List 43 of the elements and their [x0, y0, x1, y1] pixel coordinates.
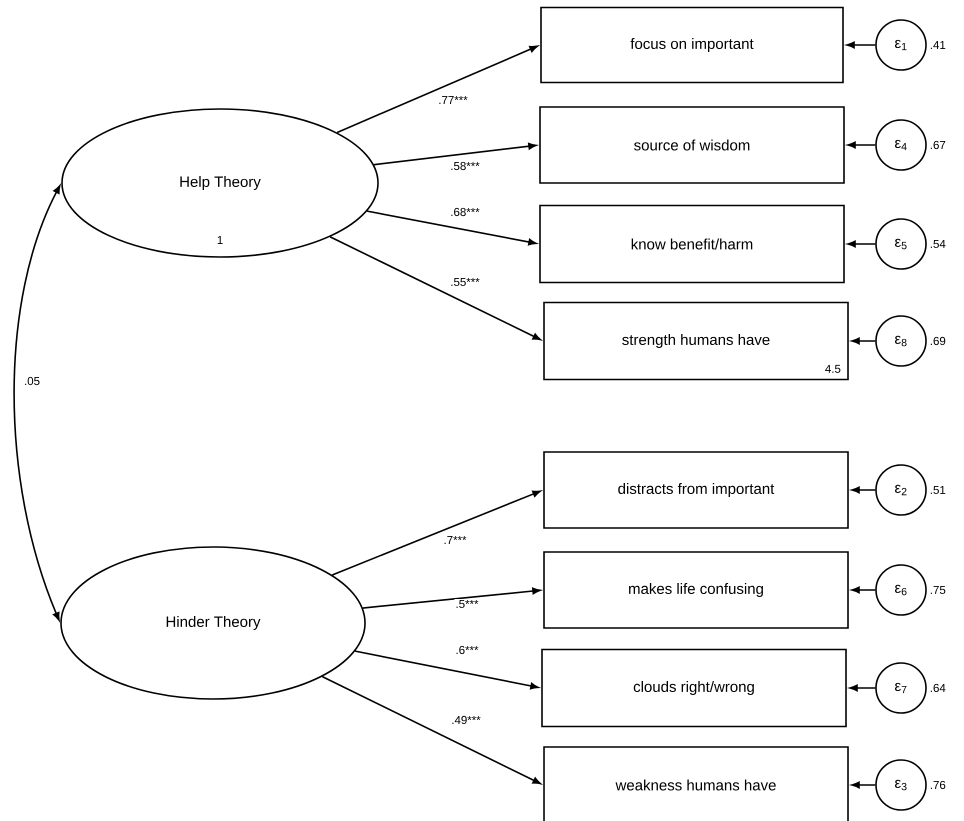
variance-label: .41 [930, 41, 946, 49]
variance-label: .54 [930, 240, 946, 248]
edge-label: .58*** [449, 160, 481, 172]
indicator-box: clouds right/wrong [541, 648, 847, 728]
error-arrow [847, 240, 876, 248]
edge-label: .7*** [442, 535, 468, 545]
indicator-box: focus on important [540, 6, 844, 84]
error-arrow [846, 42, 876, 48]
edge-label: .6*** [454, 644, 480, 656]
variance-label: .51 [930, 486, 946, 494]
edge-label: .55*** [449, 276, 481, 287]
indicator-box: source of wisdom [539, 106, 845, 184]
loading-arrow [374, 142, 537, 166]
indicator-box: distracts from important [543, 451, 849, 529]
intercept-label: 4.5 [825, 364, 840, 373]
error-arrow [849, 684, 876, 692]
error-arrow [851, 782, 876, 788]
error-arrow [851, 586, 876, 594]
edge-label: .49*** [450, 714, 482, 726]
loading-arrow [367, 210, 537, 246]
error-arrow [851, 338, 876, 344]
loading-arrow [322, 676, 541, 784]
variance-label: 1 [218, 236, 223, 244]
error-arrow [851, 486, 876, 494]
variance-label: .64 [930, 684, 946, 692]
indicator-box: know benefit/harm [539, 204, 845, 284]
indicator-box: makes life confusing [543, 551, 849, 629]
variance-label: .69 [930, 336, 946, 346]
loading-arrow [330, 236, 541, 340]
loading-arrow [362, 588, 541, 609]
variance-label: .75 [930, 586, 946, 594]
indicator-box: weakness humans have [543, 746, 849, 821]
loading-arrow [336, 46, 538, 134]
variance-label: .76 [930, 780, 946, 790]
edge-label: .05 [23, 376, 41, 386]
edge-label: .68*** [449, 206, 481, 218]
variance-label: .67 [930, 140, 946, 150]
loading-arrow [332, 490, 541, 576]
error-arrow [847, 142, 876, 148]
edge-label: .77*** [437, 95, 469, 105]
edge-label: .5*** [454, 598, 480, 609]
loading-arrow [355, 650, 539, 690]
covariance-arrow [13, 185, 60, 621]
